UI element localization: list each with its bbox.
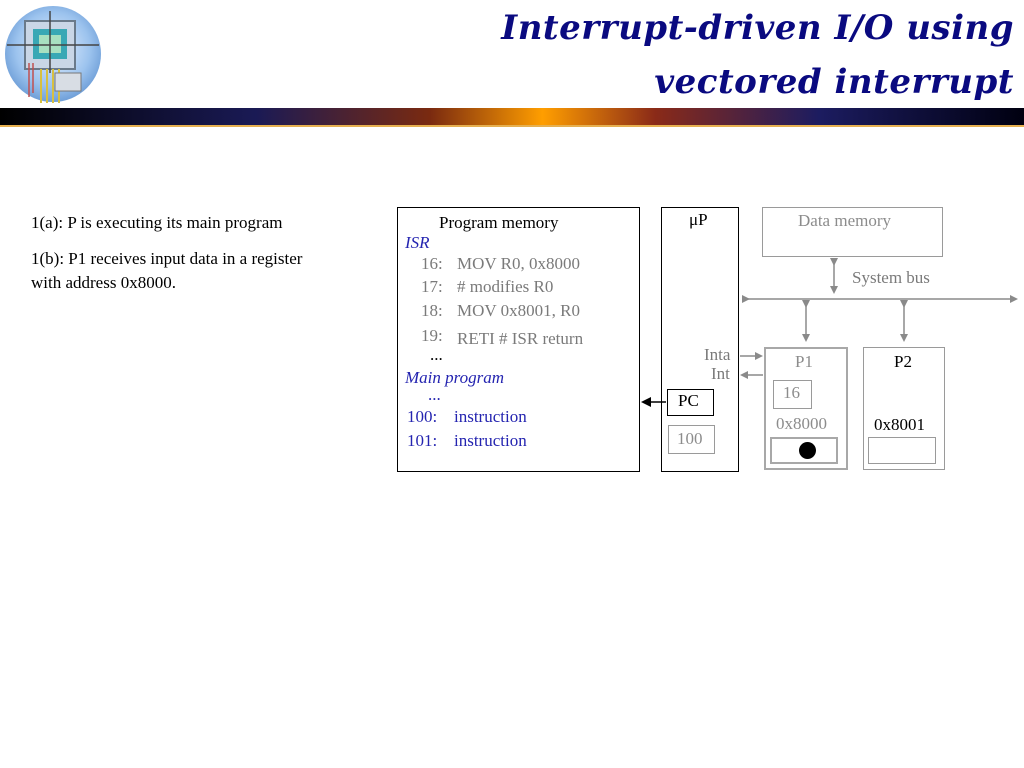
step-1a-text: 1(a): P is executing its main program: [31, 213, 283, 232]
isr-line-addr: 16:: [421, 254, 443, 273]
p2-address: 0x8001: [874, 415, 925, 434]
int-label: Int: [711, 364, 730, 383]
main-line-addr: 100:: [407, 407, 438, 426]
p1-register-box: [773, 380, 812, 409]
isr-line-code: MOV 0x8001, R0: [457, 301, 580, 320]
data-memory-label: Data memory: [798, 211, 891, 230]
isr-label: ISR: [405, 233, 430, 252]
title-divider-underline: [0, 125, 1024, 127]
isr-line-code: MOV R0, 0x8000: [457, 254, 580, 273]
pc-value: 100: [677, 429, 703, 448]
step-1b-text-line2: with address 0x8000.: [31, 273, 176, 292]
inta-label: Inta: [704, 345, 731, 364]
isr-line-addr: 17:: [421, 277, 443, 296]
p1-label: P1: [795, 352, 813, 371]
main-line-code: instruction: [454, 431, 527, 450]
p1-peripheral-box: [764, 347, 848, 470]
p1-data-register-box: [770, 437, 838, 464]
slide-title-line1: Interrupt-driven I/O using: [501, 8, 1014, 48]
title-divider-bar: [0, 108, 1024, 125]
processor-label: μP: [689, 210, 708, 229]
p2-data-register-box: [868, 437, 936, 464]
main-line-addr: 101:: [407, 431, 438, 450]
program-memory-box: [397, 207, 640, 472]
isr-line-code: RETI # ISR return: [457, 329, 584, 348]
main-program-label: Main program: [405, 368, 505, 387]
p1-register-value: 16: [783, 383, 800, 402]
p2-peripheral-box: [863, 347, 945, 470]
p1-data-dot-icon: [799, 442, 816, 459]
slide-title-line2: vectored interrupt: [654, 62, 1014, 102]
isr-line-code: # modifies R0: [457, 277, 554, 296]
step-1b-text-line1: 1(b): P1 receives input data in a regist…: [31, 249, 303, 268]
isr-line-addr: 18:: [421, 301, 443, 320]
pc-register-box: [667, 389, 714, 416]
pc-value-box: [668, 425, 715, 454]
isr-ellipsis: ...: [430, 345, 443, 364]
p1-address: 0x8000: [776, 414, 827, 433]
program-memory-header: Program memory: [439, 213, 559, 232]
isr-line-addr: 19:: [421, 326, 443, 345]
processor-box: [661, 207, 739, 472]
main-ellipsis: ...: [428, 385, 441, 404]
main-line-code: instruction: [454, 407, 527, 426]
logo-icon: [5, 6, 101, 103]
system-bus-label: System bus: [852, 268, 930, 287]
p2-label: P2: [894, 352, 912, 371]
data-memory-box: [762, 207, 943, 257]
pc-label: PC: [678, 391, 699, 410]
